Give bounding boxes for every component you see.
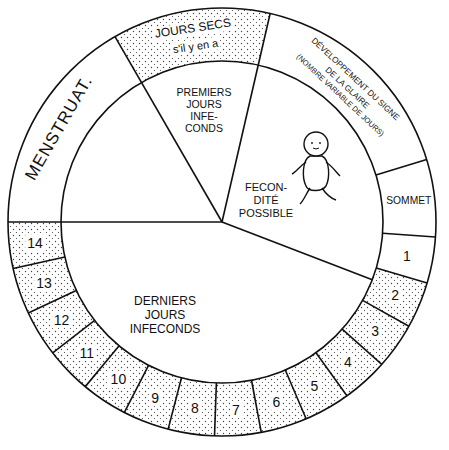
day-number: 3 [369, 323, 381, 339]
baby-figure [292, 132, 340, 204]
day-number: 12 [52, 312, 72, 328]
menstruation-segment: MENSTRUAT. [21, 72, 97, 183]
day-number: 6 [271, 394, 283, 410]
day-segment: 2 [389, 286, 401, 304]
stipple-fills [8, 8, 427, 436]
segment-label: s'il y en a [170, 36, 221, 56]
day-segment: 1 [401, 247, 413, 265]
day-number: 2 [389, 287, 401, 303]
segment-label: SOMMET [386, 195, 431, 207]
day-number: 8 [189, 400, 201, 416]
wheel-lines [8, 8, 436, 436]
ring-divider [28, 290, 76, 313]
day-segment: 3 [369, 322, 381, 340]
ring-divider [168, 378, 181, 429]
day-number: 4 [342, 354, 354, 370]
ring-divider [383, 233, 436, 237]
segment-label: MENSTRUAT. [21, 72, 97, 183]
day-segment: 13 [34, 274, 54, 292]
dry-days-segment: JOURS SECSs'il y en a [152, 12, 237, 60]
day-segment: 9 [149, 389, 161, 407]
ring-divider [215, 383, 217, 436]
infertile-wedge: DERNIERS JOURS INFECONDS [130, 294, 201, 336]
infertile-wedge: PREMIERS JOURS INFE- CONDS [177, 86, 232, 134]
day-segment: 8 [189, 399, 201, 417]
segment-label: FECON- DITÉ POSSIBLE [239, 181, 293, 220]
day-number: 9 [149, 390, 161, 406]
day-segment: 14 [25, 234, 45, 252]
segment-label: DÉVELOPPEMENT DU SIGNE DE LA GLAIRE [300, 34, 403, 133]
outer-circle [8, 8, 436, 436]
stipple-fill [252, 370, 307, 432]
day-segment: 4 [342, 353, 354, 371]
ring-divider [376, 159, 427, 174]
segment-label: JOURS SECS [152, 16, 234, 42]
stipple-fill [115, 8, 270, 83]
ring-divider [252, 380, 262, 432]
day-number: 14 [25, 235, 45, 251]
fertile-wedge: FECON- DITÉ POSSIBLE [239, 181, 293, 220]
day-number: 7 [230, 402, 242, 418]
day-number: 13 [34, 275, 54, 291]
stipple-fill [215, 380, 262, 436]
ring-divider [285, 370, 306, 419]
divider-line [222, 222, 372, 280]
mucus-segment: DÉVELOPPEMENT DU SIGNE DE LA GLAIRE(NOMB… [293, 34, 403, 140]
day-segment: 5 [308, 377, 320, 395]
segment-label: DERNIERS JOURS INFECONDS [130, 294, 201, 336]
day-segment: 6 [271, 393, 283, 411]
stipple-fill [8, 222, 65, 269]
day-segment: 7 [230, 401, 242, 419]
peak-segment: SOMMET [386, 195, 431, 207]
ring-divider [376, 268, 427, 283]
segment-label: PREMIERS JOURS INFE- CONDS [177, 86, 232, 134]
day-segment: 10 [109, 370, 129, 388]
divider-line [8, 221, 222, 223]
day-segment: 11 [78, 344, 97, 362]
day-segment: 12 [52, 311, 72, 329]
day-number: 5 [308, 378, 320, 394]
day-number: 11 [78, 345, 97, 361]
day-number: 1 [401, 248, 413, 264]
ring-divider [13, 257, 65, 269]
day-number: 10 [109, 371, 129, 387]
